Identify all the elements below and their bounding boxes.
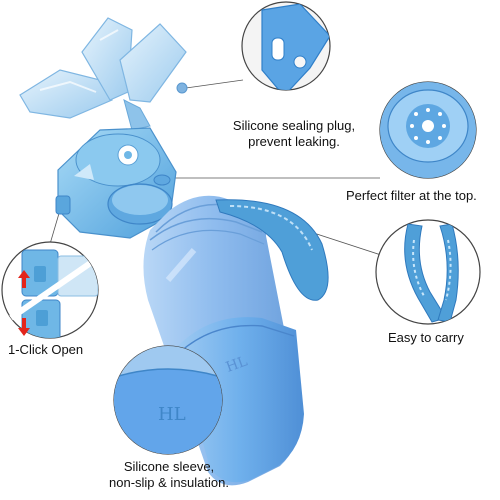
magnifier-silicone-sleeve: HL <box>113 345 223 455</box>
svg-text:HL: HL <box>224 353 250 375</box>
strap <box>215 199 329 301</box>
carry-caption: Easy to carry <box>388 330 464 345</box>
magnifier-sealing-plug <box>241 1 331 91</box>
magnifier-filter <box>379 81 477 179</box>
filter-disk <box>107 174 173 225</box>
magnifier-one-click-open <box>1 241 99 339</box>
red-down-arrow-icon <box>18 318 30 336</box>
sealing-plug-caption: Silicone sealing plug, prevent leaking. <box>224 118 364 150</box>
open-caption: 1-Click Open <box>8 342 84 357</box>
svg-text:HL: HL <box>158 404 186 425</box>
magnifier-strap <box>375 219 481 325</box>
sealing-plug-caption-line2: prevent leaking. <box>248 134 340 149</box>
sleeve-caption-line1: Silicone sleeve, <box>123 459 215 474</box>
open-lid <box>19 17 188 131</box>
sealing-plug-caption-line1: Silicone sealing plug, <box>232 118 356 133</box>
red-up-arrow-icon <box>18 270 30 288</box>
filter-caption: Perfect filter at the top. <box>346 188 477 203</box>
sleeve-caption: Silicone sleeve, non-slip & insulation. <box>94 459 244 491</box>
silicone-sleeve: HL <box>176 317 304 483</box>
sleeve-caption-line2: non-slip & insulation. <box>109 475 229 490</box>
